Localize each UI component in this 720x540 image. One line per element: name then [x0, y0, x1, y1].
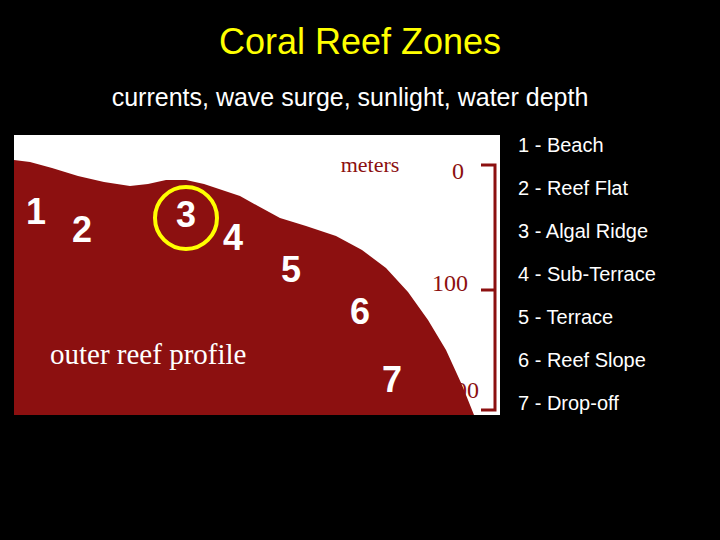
- callout-number: 4: [223, 218, 243, 258]
- zone-list-item: 2 - Reef Flat: [518, 177, 628, 199]
- callout-number: 6: [350, 292, 370, 332]
- water-area: [14, 135, 500, 415]
- axis-unit: meters: [341, 153, 400, 177]
- callout-number: 3: [176, 195, 196, 235]
- profile-caption: outer reef profile: [50, 339, 246, 371]
- highlight-circle: [155, 187, 217, 249]
- zone-list-item: 1 - Beach: [518, 134, 604, 156]
- depth-tick: 0: [452, 158, 464, 184]
- callout-number: 5: [281, 250, 301, 290]
- zone-list-item: 6 - Reef Slope: [518, 349, 646, 371]
- reef-profile: [14, 135, 500, 415]
- zone-list-item: 7 - Drop-off: [518, 392, 619, 414]
- depth-tick: 100: [432, 270, 468, 296]
- callout-number: 2: [72, 210, 92, 250]
- zone-list-item: 5 - Terrace: [518, 306, 613, 328]
- depth-tick: 200: [443, 377, 479, 403]
- zone-list-item: 4 - Sub-Terrace: [518, 263, 656, 285]
- callout-number: 7: [382, 360, 402, 400]
- slide-title: Coral Reef Zones: [219, 22, 501, 62]
- callout-number: 1: [26, 192, 46, 232]
- depth-bracket: [481, 165, 495, 410]
- subtitle: currents, wave surge, sunlight, water de…: [112, 84, 589, 112]
- zone-list-item: 3 - Algal Ridge: [518, 220, 648, 242]
